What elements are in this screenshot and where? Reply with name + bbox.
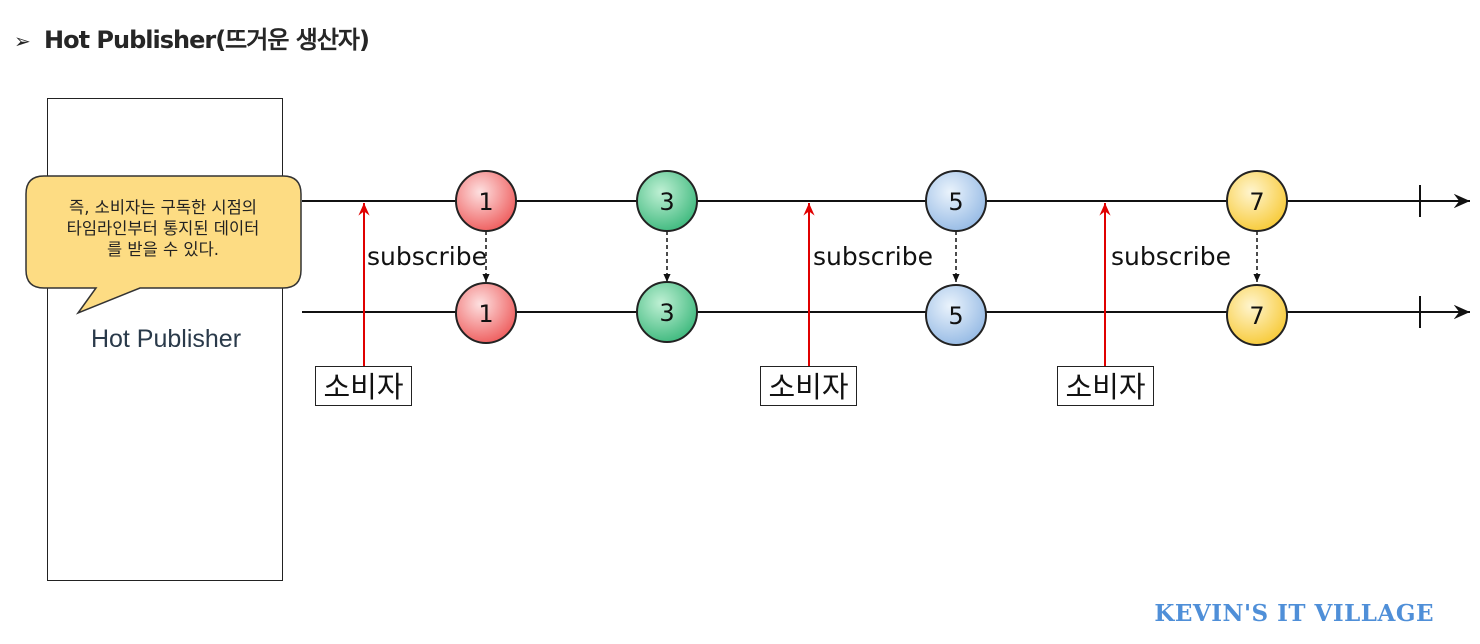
top-marble-3 [636, 170, 698, 232]
top-marble-5-label: 5 [948, 188, 963, 216]
subscribe-label-3: subscribe [1111, 242, 1231, 271]
subscribe-label-1: subscribe [367, 242, 487, 271]
hot-publisher-label: Hot Publisher [90, 325, 242, 353]
callout-line-3: 를 받을 수 있다. [106, 240, 220, 259]
consumer-box-3: 소비자 [1057, 366, 1154, 406]
top-marble-7 [1226, 170, 1288, 232]
bottom-marble-1 [455, 282, 517, 344]
bottom-marble-1-label: 1 [478, 300, 493, 328]
page-title-text: Hot Publisher(뜨거운 생산자) [44, 26, 370, 54]
watermark-logo: KEVIN'S IT VILLAGE [1154, 600, 1434, 627]
bottom-marbles: 1 3 5 7 [455, 281, 1288, 346]
bullet-arrow-icon: ➢ [14, 29, 31, 53]
bottom-marble-7 [1226, 284, 1288, 346]
consumer-box-1: 소비자 [315, 366, 412, 406]
consumer-box-2: 소비자 [760, 366, 857, 406]
top-marbles: 1 3 5 7 [455, 170, 1288, 232]
top-marble-1 [455, 170, 517, 232]
top-marble-7-label: 7 [1249, 188, 1264, 216]
page-title: ➢ Hot Publisher(뜨거운 생산자) [14, 20, 370, 55]
callout-line-2: 타임라인부터 통지된 데이터 [66, 219, 260, 238]
bottom-marble-3-label: 3 [659, 299, 674, 327]
bottom-marble-5-label: 5 [948, 302, 963, 330]
top-marble-5 [925, 170, 987, 232]
top-marble-1-label: 1 [478, 188, 493, 216]
bottom-marble-3 [636, 281, 698, 343]
bottom-marble-5 [925, 284, 987, 346]
subscribe-label-2: subscribe [813, 242, 933, 271]
top-marble-3-label: 3 [659, 188, 674, 216]
bottom-marble-7-label: 7 [1249, 302, 1264, 330]
callout-text: 즉, 소비자는 구독한 시점의 타임라인부터 통지된 데이터 를 받을 수 있다… [32, 197, 294, 260]
callout-bubble [25, 175, 302, 315]
callout-line-1: 즉, 소비자는 구독한 시점의 [69, 198, 257, 217]
